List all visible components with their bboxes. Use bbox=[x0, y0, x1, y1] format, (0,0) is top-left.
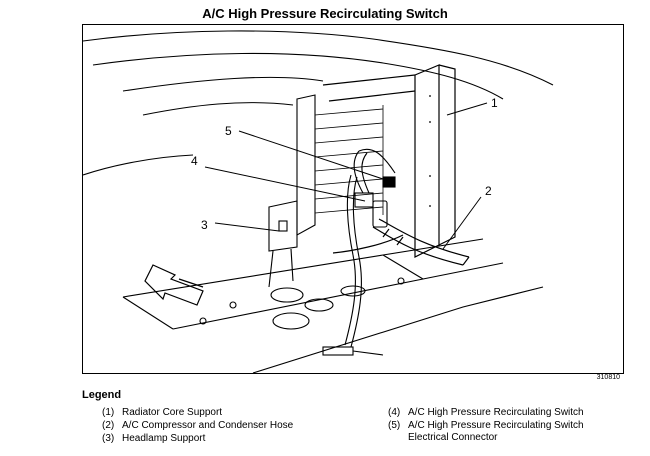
diagram-title: A/C High Pressure Recirculating Switch bbox=[202, 6, 448, 21]
legend-text-continuation: Electrical Connector bbox=[408, 432, 498, 443]
callout-leaders bbox=[204, 102, 488, 250]
upper-body-outline-4 bbox=[142, 102, 294, 116]
callout-3: 3 bbox=[201, 218, 208, 232]
legend-item-1: (1) Radiator Core Support bbox=[102, 407, 222, 419]
legend-item-2: (2) A/C Compressor and Condenser Hose bbox=[102, 420, 293, 432]
upper-body-outline-2 bbox=[92, 52, 504, 100]
legend-item-5: (5) A/C High Pressure Recirculating Switc… bbox=[388, 420, 584, 444]
legend-text: A/C High Pressure Recirculating Switch bbox=[408, 420, 584, 431]
legend-item-4: (4) A/C High Pressure Recirculating Switc… bbox=[388, 407, 584, 419]
legend-number: (1) bbox=[102, 407, 115, 418]
fender-edge bbox=[83, 154, 194, 176]
lower-crossmember bbox=[122, 238, 544, 373]
legend-number: (5) bbox=[388, 420, 401, 431]
legend-text: A/C Compressor and Condenser Hose bbox=[122, 420, 294, 431]
ac-hose bbox=[372, 218, 470, 266]
legend-number: (3) bbox=[102, 433, 115, 444]
legend-text: A/C High Pressure Recirculating Switch bbox=[408, 407, 584, 418]
forward-arrow-icon bbox=[144, 264, 204, 306]
callout-1: 1 bbox=[491, 96, 498, 110]
switch-and-connector bbox=[322, 148, 396, 356]
callout-5: 5 bbox=[225, 124, 232, 138]
illustration-frame: 1 2 3 4 5 bbox=[82, 24, 624, 374]
legend-text: Headlamp Support bbox=[122, 433, 206, 444]
legend-item-3: (3) Headlamp Support bbox=[102, 433, 205, 445]
upper-body-outline bbox=[83, 30, 554, 86]
headlamp-support bbox=[268, 94, 316, 288]
radiator-core-support bbox=[322, 64, 456, 258]
figure-number: 310810 bbox=[596, 374, 620, 381]
callout-2: 2 bbox=[485, 184, 492, 198]
engine-bay-illustration: 1 2 3 4 5 bbox=[83, 30, 554, 373]
legend-number: (4) bbox=[388, 407, 401, 418]
callout-4: 4 bbox=[191, 154, 198, 168]
legend-number: (2) bbox=[102, 420, 115, 431]
legend-heading: Legend bbox=[82, 389, 122, 401]
legend-text: Radiator Core Support bbox=[122, 407, 223, 418]
upper-body-outline-3 bbox=[122, 76, 324, 92]
